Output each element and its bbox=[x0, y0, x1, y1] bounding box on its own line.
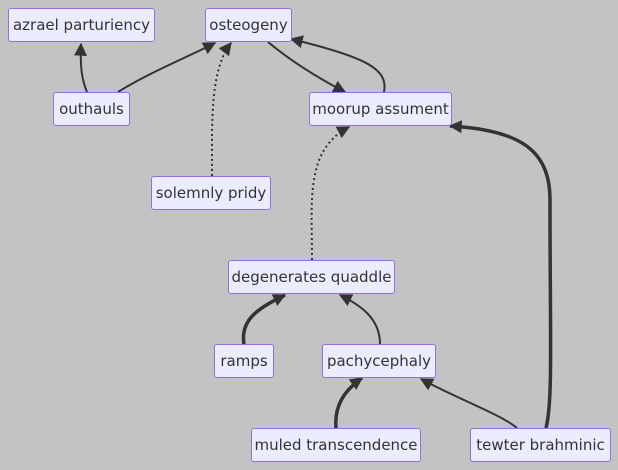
edge-muled-transcendence-to-pachycephaly bbox=[334, 376, 364, 429]
edge-ramps-to-degenerates-quaddle bbox=[241, 293, 287, 345]
edge-tewter-brahminic-to-pachycephaly bbox=[419, 378, 518, 429]
edge-outhauls-to-azrael-parturiency bbox=[74, 42, 88, 93]
edge-moorup-assument-to-osteogeny bbox=[289, 35, 386, 93]
edge-osteogeny-to-moorup-assument bbox=[267, 41, 347, 93]
node-tewter-brahminic[interactable]: tewter brahminic bbox=[470, 428, 611, 462]
node-moorup-assument[interactable]: moorup assument bbox=[309, 92, 452, 126]
edge-tewter-brahminic-to-moorup-assument bbox=[448, 120, 553, 429]
node-outhauls[interactable]: outhauls bbox=[53, 92, 130, 126]
node-solemnly-pridy[interactable]: solemnly pridy bbox=[151, 176, 271, 210]
edge-outhauls-to-osteogeny bbox=[117, 42, 217, 93]
node-azrael-parturiency[interactable]: azrael parturiency bbox=[8, 8, 155, 42]
node-pachycephaly[interactable]: pachycephaly bbox=[322, 344, 436, 378]
edge-solemnly-pridy-to-osteogeny bbox=[210, 41, 232, 177]
edge-degenerates-quaddle-to-moorup-assument bbox=[310, 126, 351, 261]
node-muled-transcendence[interactable]: muled transcendence bbox=[251, 428, 421, 462]
node-degenerates-quaddle[interactable]: degenerates quaddle bbox=[228, 260, 395, 294]
node-ramps[interactable]: ramps bbox=[214, 344, 274, 378]
node-osteogeny[interactable]: osteogeny bbox=[205, 8, 292, 42]
edge-pachycephaly-to-degenerates-quaddle bbox=[338, 294, 381, 345]
